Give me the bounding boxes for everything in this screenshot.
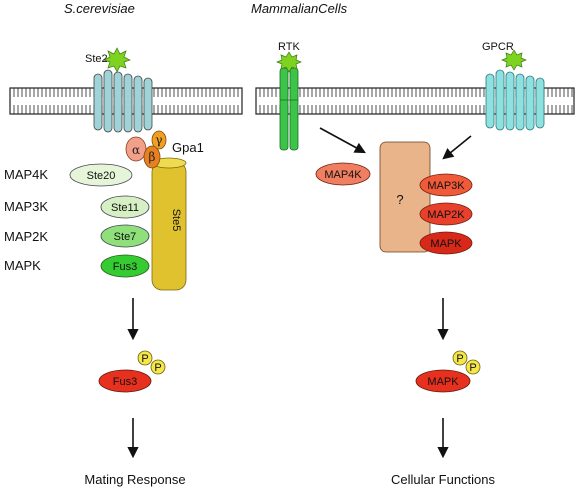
gpcr-ligand (501, 49, 527, 71)
unknown-scaffold (379, 141, 431, 253)
g-beta-subunit (143, 145, 161, 169)
ste5-scaffold (151, 157, 187, 291)
g-alpha-subunit (125, 136, 147, 162)
g-beta-label: β (149, 150, 156, 164)
fus3-phospho-2-label: P (154, 362, 161, 374)
tier-map4k-label: MAP4K (4, 167, 48, 182)
mapk-active-label: MAPK (427, 376, 459, 388)
tier-map2k-label: MAP2K (4, 229, 48, 244)
g-gamma-subunit (151, 130, 167, 150)
ste20-kinase (69, 163, 133, 187)
gpcr-label: GPCR (482, 41, 514, 53)
mammal-map2k-label: MAP2K (427, 209, 465, 221)
rtk-ligand (276, 51, 302, 73)
ste7-label: Ste7 (114, 231, 137, 243)
ste20-label: Ste20 (87, 170, 116, 182)
mapk-phospho-2 (465, 359, 481, 375)
fus3-active-label: Fus3 (113, 376, 137, 388)
mammal-map3k (419, 173, 473, 197)
fus3-phospho-2 (150, 359, 166, 375)
fus3-active-kinase (98, 369, 152, 393)
mapk-phospho-1 (452, 350, 468, 366)
tier-map3k-label: MAP3K (4, 199, 48, 214)
gpa1-label: Gpa1 (172, 140, 204, 155)
mapk-active-kinase (415, 369, 471, 393)
gpcr-to-scaffold-arrow (442, 135, 472, 160)
mammal-map2k (419, 202, 473, 226)
yeast-outcome: Mating Response (84, 472, 185, 487)
g-alpha-label: α (132, 143, 140, 157)
mammal-map3k-label: MAP3K (427, 180, 465, 192)
fus3-phospho-1-label: P (141, 353, 148, 365)
mammal-map4k (315, 162, 371, 186)
mammal-outcome: Cellular Functions (391, 472, 496, 487)
ste7-kinase (100, 224, 150, 248)
tier-mapk-label: MAPK (4, 258, 41, 273)
unknown-scaffold-label: ? (396, 192, 403, 207)
ste2-label: Ste2 (85, 53, 108, 65)
mammal-title: MammalianCells (251, 1, 348, 16)
fus3-label: Fus3 (113, 261, 137, 273)
rtk-to-scaffold-arrow (319, 127, 366, 154)
fus3-kinase (100, 254, 150, 278)
mammal-map4k-label: MAP4K (324, 169, 362, 181)
mammal-mapk-label: MAPK (430, 238, 462, 250)
mammal-mapk (419, 231, 473, 255)
mapk-phospho-1-label: P (456, 353, 463, 365)
yeast-title: S.cerevisiae (64, 1, 135, 16)
ste2-receptor (93, 69, 153, 133)
ste11-kinase (100, 195, 150, 219)
g-gamma-label: γ (155, 133, 162, 147)
ste11-label: Ste11 (111, 202, 139, 214)
ste2-ligand (103, 47, 131, 73)
rtk-label: RTK (278, 41, 300, 53)
mapk-phospho-2-label: P (469, 362, 476, 374)
ste5-label: Ste5 (170, 209, 182, 232)
gpcr-receptor (485, 69, 545, 131)
fus3-phospho-1 (137, 350, 153, 366)
